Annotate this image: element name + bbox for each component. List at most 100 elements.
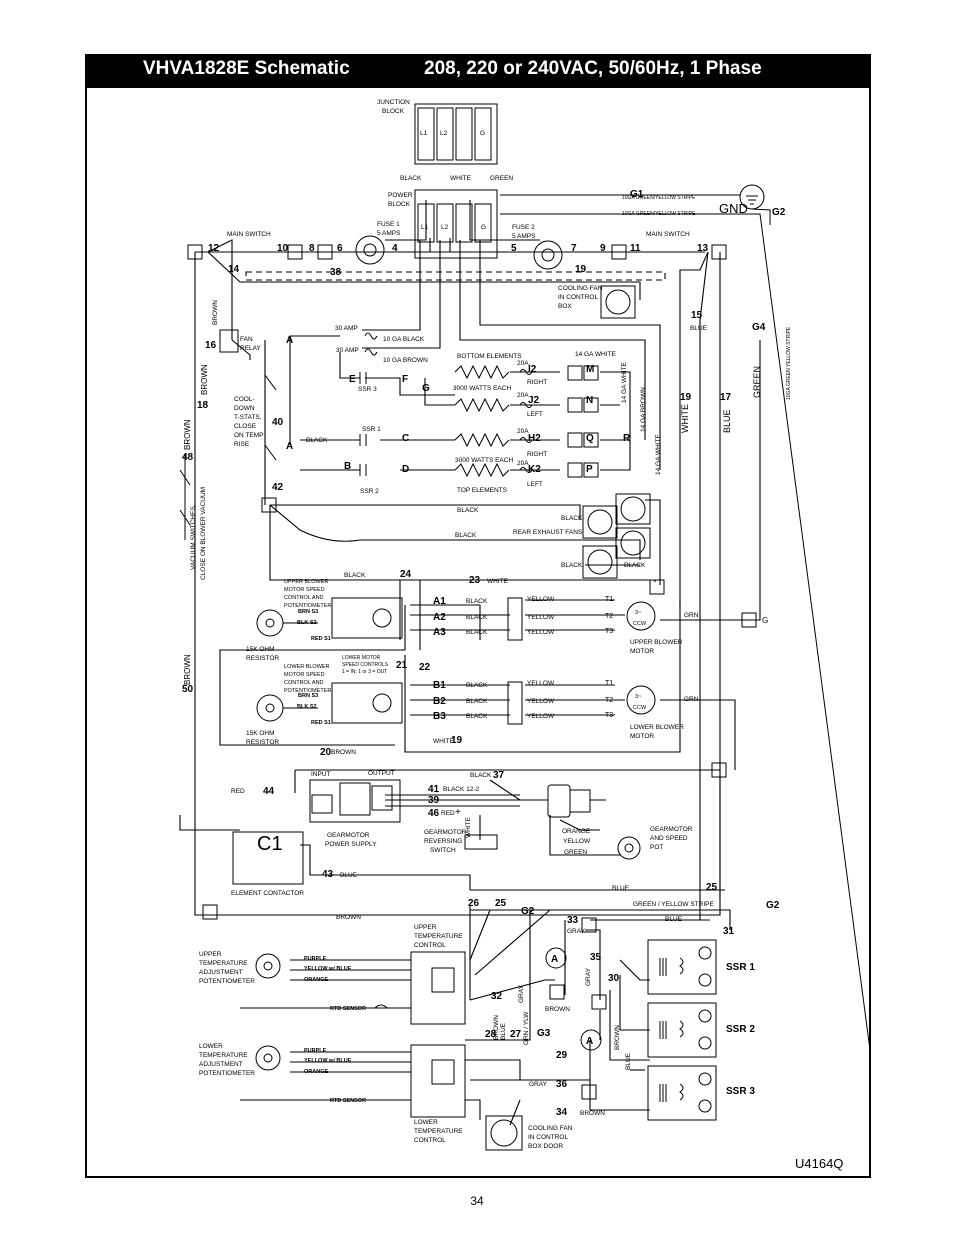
label-gnd: GND — [719, 201, 748, 216]
wire-4: 4 — [392, 243, 398, 254]
label-ltp-1: LOWER — [199, 1043, 223, 1050]
label-red-44: RED — [231, 788, 245, 795]
label-blk-s2-u: BLK S2 — [297, 620, 317, 626]
wire-40: 40 — [272, 417, 284, 428]
label-watts-each-2: 3000 WATTS EACH — [455, 457, 513, 464]
wire-28: 28 — [485, 1029, 497, 1040]
label-fuse2-1: FUSE 2 — [512, 224, 535, 231]
motor-terminals: T1 T2 T3 T1 T2 T3 — [605, 596, 613, 719]
wire-48: 48 — [182, 452, 194, 463]
label-resistor-u1: 15K OHM — [246, 646, 275, 653]
label-yellow-a2: YELLOW — [527, 614, 555, 621]
label-fuse1-1: FUSE 1 — [377, 221, 400, 228]
label-ammeter-a2: A — [586, 1036, 593, 1047]
letter-a-1: A — [286, 335, 293, 346]
label-left-1: LEFT — [527, 411, 543, 418]
wire-43: 43 — [322, 869, 334, 880]
label-cooldown-6: RISE — [234, 441, 250, 448]
label-main-switch-right: MAIN SWITCH — [646, 231, 690, 238]
label-14ga-white-v2: 14 GA WHITE — [655, 434, 662, 475]
label-brn-s3-u: BRN S3 — [298, 609, 318, 615]
label-cfd-3: BOX DOOR — [528, 1143, 563, 1150]
label-yellow-a3: YELLOW — [527, 629, 555, 636]
wire-25a: 25 — [495, 898, 507, 909]
label-black-b1: BLACK — [466, 682, 488, 689]
label-cfd-2: IN CONTROL — [528, 1134, 568, 1141]
label-yellow-b3: YELLOW — [527, 713, 555, 720]
label-brown-34: BROWN — [580, 1110, 605, 1117]
label-gm-rs-2: REVERSING — [424, 838, 462, 845]
wire-25b: 25 — [706, 882, 718, 893]
label-gm-pot-2: AND SPEED — [650, 835, 688, 842]
label-main-switch-left: MAIN SWITCH — [227, 231, 271, 238]
wire-17: 17 — [720, 392, 732, 403]
label-msc-1: LOWER MOTOR — [342, 655, 381, 661]
label-brown-28: BROWN — [493, 1015, 500, 1040]
label-resistor-l1: 15K OHM — [246, 730, 275, 737]
label-blk-s2-l: BLK S2 — [297, 704, 317, 710]
label-green-jb: GREEN — [490, 175, 513, 182]
label-ssr2: SSR 2 — [360, 488, 379, 495]
lower-blower-motor — [626, 685, 656, 715]
term-a3: A3 — [433, 627, 446, 638]
wire-20: 20 — [320, 747, 332, 758]
label-30amp-b: 30 AMP — [336, 347, 359, 354]
label-top-elements: TOP ELEMENTS — [457, 487, 508, 494]
label-utc-2: TEMPERATURE — [414, 933, 463, 940]
label-junction-block-2: BLOCK — [382, 108, 405, 115]
letter-q: Q — [586, 433, 594, 444]
label-yellow-blue-u: YELLOW w/ BLUE — [304, 966, 352, 972]
letter-f: F — [402, 374, 408, 385]
label-cooling-fan-1: COOLING FAN — [558, 285, 603, 292]
label-gys-vert: 10GA GREEN YELLOW STRIPE — [786, 326, 792, 400]
label-ub-ctrl-4: POTENTIOMETER — [284, 603, 331, 609]
letter-b: B — [344, 461, 351, 472]
label-ccw-u2: CCW — [633, 621, 647, 627]
lower-blower-speed-control — [331, 682, 403, 724]
term-t1-l: T1 — [605, 680, 613, 687]
element-contactor — [232, 831, 304, 885]
label-gm-pot-3: POT — [650, 844, 663, 851]
wire-9: 9 — [600, 243, 606, 254]
label-14ga-white: 14 GA WHITE — [575, 351, 616, 358]
label-ssr-2-right: SSR 2 — [726, 1024, 755, 1035]
label-ltc-3: CONTROL — [414, 1137, 446, 1144]
label-white-19v: WHITE — [680, 404, 690, 433]
label-jb-l2: L2 — [440, 130, 448, 137]
label-blue-15: BLUE — [690, 325, 708, 332]
label-utp-4: POTENTIOMETER — [199, 978, 255, 985]
label-black-ssr: BLACK — [306, 437, 328, 444]
label-g4: G4 — [752, 322, 766, 333]
label-black-exh5: BLACK — [624, 562, 646, 569]
label-brown-32: BROWN — [545, 1006, 570, 1013]
label-black-12-2: BLACK 12-2 — [443, 786, 480, 793]
wire-11: 11 — [630, 243, 641, 254]
label-element-contactor: ELEMENT CONTACTOR — [231, 890, 304, 897]
label-black-exh2: BLACK — [561, 515, 583, 522]
label-green-gm: GREEN — [564, 849, 587, 856]
gearmotor-power-supply — [309, 779, 401, 823]
label-10ga-brown: 10 GA BROWN — [383, 357, 428, 364]
label-30amp-a: 30 AMP — [335, 325, 358, 332]
wire-19-mid: 19 — [680, 392, 692, 403]
label-cooldown-4: CLOSE — [234, 423, 257, 430]
label-utp-1: UPPER — [199, 951, 222, 958]
label-ltc-2: TEMPERATURE — [414, 1128, 463, 1135]
term-t3-u: T3 — [605, 628, 613, 635]
label-utc-1: UPPER — [414, 924, 437, 931]
wire-41: 41 — [428, 784, 440, 795]
wire-42: 42 — [272, 482, 284, 493]
label-gm-rs-3: SWITCH — [430, 847, 456, 854]
label-ltc-1: LOWER — [414, 1119, 438, 1126]
term-b1: B1 — [433, 680, 446, 691]
drawing-code: U4164Q — [795, 1156, 843, 1171]
label-watts-each-1: 3000 WATTS EACH — [453, 385, 511, 392]
label-black-b3: BLACK — [466, 713, 488, 720]
wire-26: 26 — [468, 898, 480, 909]
label-right-1: RIGHT — [527, 379, 547, 386]
label-14ga-brown-v: 14 GA BROWN — [640, 387, 647, 432]
label-ccw-l2: CCW — [633, 705, 647, 711]
wire-10: 10 — [277, 243, 289, 254]
label-fan-relay-2: RELAY — [240, 345, 261, 352]
